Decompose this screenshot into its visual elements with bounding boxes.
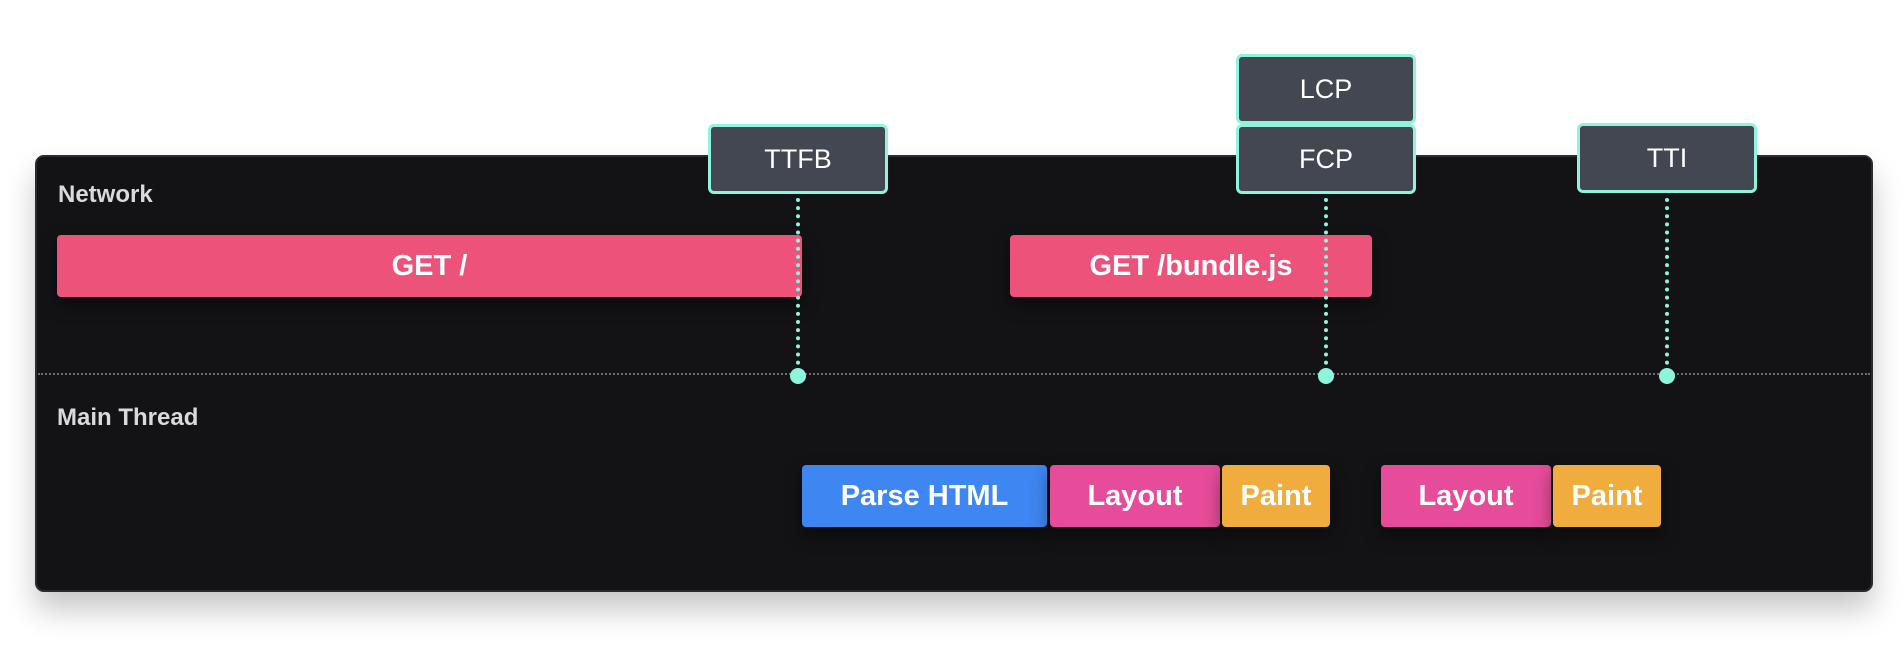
main-thread-bar-layout-2: Layout <box>1381 465 1551 527</box>
network-section-label: Network <box>58 181 153 208</box>
main-thread-bar-paint-1: Paint <box>1222 465 1330 527</box>
ttfb-marker-dot <box>790 368 806 384</box>
tti-marker-label: TTI <box>1577 123 1757 193</box>
lcp-marker-label: LCP <box>1236 54 1416 124</box>
main-thread-section-label: Main Thread <box>57 404 199 431</box>
main-thread-bar-paint-2: Paint <box>1553 465 1661 527</box>
network-bar-get-bundle: GET /bundle.js <box>1010 235 1372 297</box>
tti-marker-dot <box>1659 368 1675 384</box>
fcp-marker-dot <box>1318 368 1334 384</box>
main-thread-bar-layout-1: Layout <box>1050 465 1220 527</box>
ttfb-marker-line <box>796 198 800 373</box>
main-thread-bar-parse-html: Parse HTML <box>802 465 1047 527</box>
ttfb-marker-label: TTFB <box>708 124 888 194</box>
tti-marker-line <box>1665 198 1669 373</box>
section-divider <box>38 373 1870 375</box>
fcp-marker-label: FCP <box>1236 124 1416 194</box>
network-bar-get-root: GET / <box>57 235 802 297</box>
fcp-marker-line <box>1324 198 1328 373</box>
